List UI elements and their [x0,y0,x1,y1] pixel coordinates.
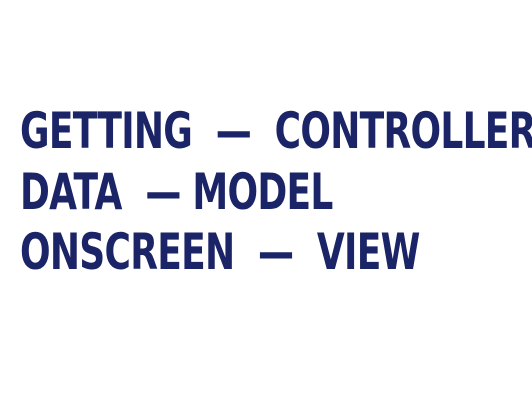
slide-line-onscreen-view: ONSCREEN — VIEW [20,223,420,281]
slide-line-getting-controller: GETTING — CONTROLLER [20,102,532,160]
slide-line-data-model: DATA — MODEL [20,163,333,221]
